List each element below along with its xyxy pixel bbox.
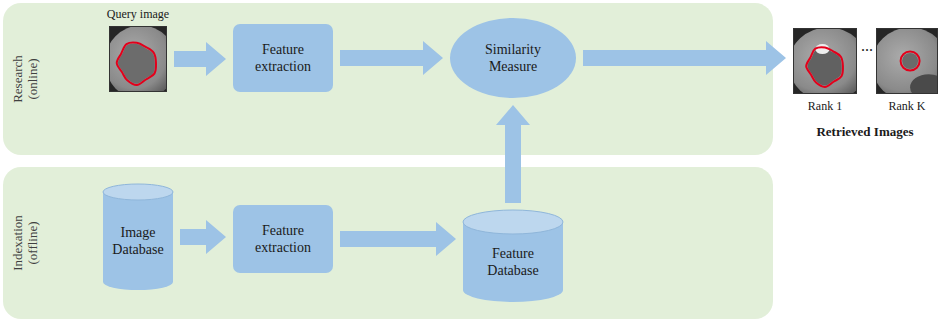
- organ-tissue: [876, 28, 938, 94]
- block-arrow: [583, 41, 786, 75]
- retrieved-image: Rank K: [875, 14, 939, 114]
- lesion-contour: [901, 52, 920, 71]
- box-label: Feature extraction: [239, 222, 327, 256]
- cylinder-label: Feature Database: [463, 236, 563, 288]
- ct-image: [793, 28, 857, 94]
- image-border: [794, 29, 857, 94]
- lesion-contour: [806, 47, 843, 87]
- block-arrow: [340, 222, 456, 256]
- organ-tissue: [793, 28, 857, 94]
- box-label: Feature extraction: [239, 41, 327, 75]
- image-border: [877, 29, 938, 94]
- image-caption: Rank K: [889, 98, 926, 114]
- image-caption: Rank 1: [808, 98, 842, 114]
- block-arrow: [496, 105, 530, 203]
- database-cylinder: Feature Database: [463, 210, 563, 302]
- cylinder-body: [103, 192, 173, 290]
- cylinder-top: [463, 210, 563, 234]
- query-image: Query image: [98, 6, 178, 96]
- block-arrow: [174, 42, 226, 76]
- similarity-ellipse: Similarity Measure: [450, 18, 576, 98]
- retrieved-image: Rank 1: [792, 14, 858, 114]
- ellipsis-mark: ...: [856, 34, 878, 58]
- ct-image: [876, 28, 938, 94]
- image-caption: Query image: [107, 6, 169, 22]
- group-caption: Retrieved Images: [790, 123, 940, 141]
- process-box: Feature extraction: [233, 205, 333, 273]
- cylinder-top: [103, 184, 173, 200]
- block-arrow: [340, 41, 443, 75]
- lesion-region: [902, 53, 918, 69]
- stage-band: Research (online) Query imageFeature extr…: [3, 3, 773, 155]
- ct-image: [109, 26, 167, 92]
- stage-label: Research (online): [10, 45, 40, 113]
- lesion-contour: [117, 43, 156, 85]
- process-box: Feature extraction: [233, 24, 333, 92]
- ellipse-fill: [450, 18, 576, 98]
- ellipse-shape: [450, 18, 576, 98]
- stage-band: Indexation (offline) Image Database Featur…: [3, 167, 773, 319]
- dark-region: [910, 74, 938, 94]
- stage-label: Indexation (offline): [10, 209, 40, 277]
- organ-tissue: [109, 26, 167, 92]
- cylinder-label: Image Database: [103, 202, 173, 280]
- database-cylinder: Image Database: [103, 184, 173, 290]
- ellipse-label: Similarity Measure: [468, 41, 559, 75]
- block-arrow: [180, 220, 226, 254]
- image-border: [110, 27, 167, 92]
